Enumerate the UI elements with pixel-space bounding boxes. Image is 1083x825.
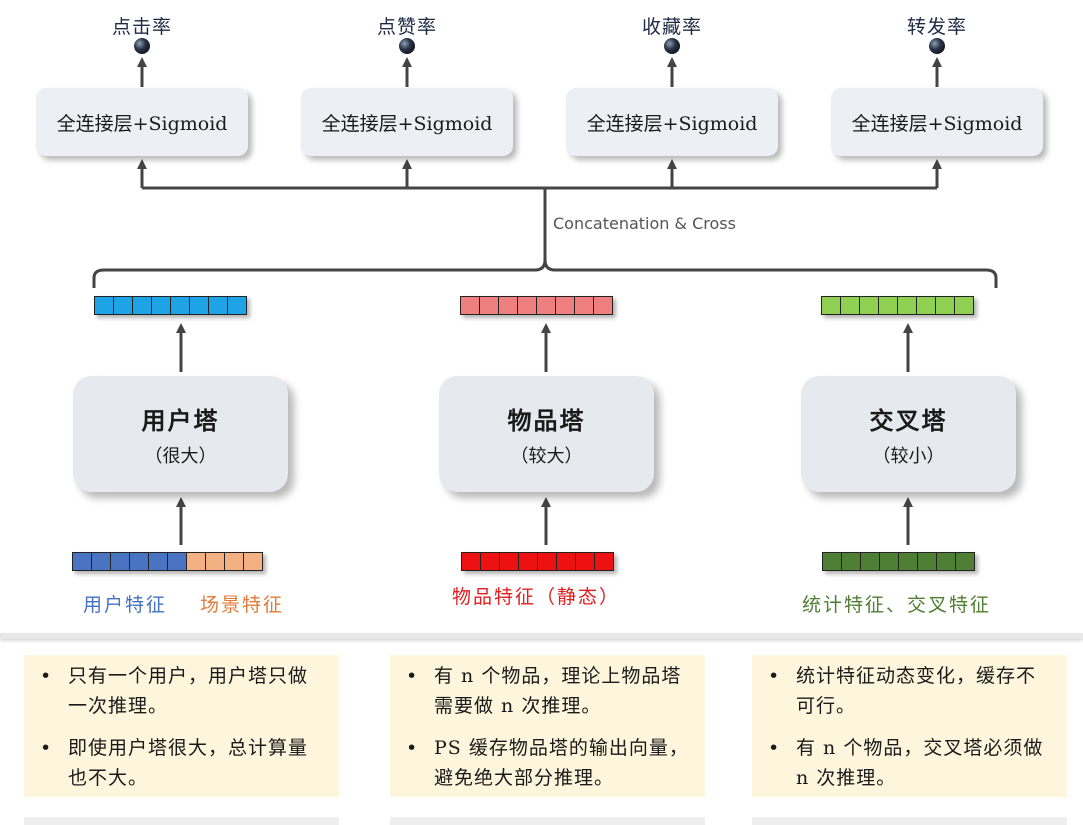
user-feature-cell xyxy=(129,552,149,571)
note-bullet: 只有一个用户，用户塔只做一次推理。 xyxy=(34,661,327,721)
vector-cell xyxy=(859,296,879,315)
vector-cell xyxy=(480,552,500,571)
vector-cell xyxy=(841,552,861,571)
vector-cell xyxy=(879,552,899,571)
vector-cell xyxy=(189,296,209,315)
vector-cell xyxy=(151,296,171,315)
vector-cell xyxy=(840,296,860,315)
vector-cell xyxy=(517,296,537,315)
output-label-like: 点赞率 xyxy=(376,16,437,38)
vector-cell xyxy=(821,296,841,315)
vector-cell xyxy=(954,296,974,315)
scene-feature-cell xyxy=(224,552,244,571)
vector-cell xyxy=(936,552,956,571)
vector-cell xyxy=(898,552,918,571)
vector-cell xyxy=(822,552,842,571)
panel-stub xyxy=(752,817,1067,825)
fc-sigmoid-box-like: 全连接层+Sigmoid xyxy=(301,88,513,156)
user-feature-cell xyxy=(110,552,130,571)
concatenation-label: Concatenation & Cross xyxy=(553,214,736,233)
cross-tower-size: （较小） xyxy=(872,445,945,467)
vector-cell xyxy=(594,552,614,571)
vector-cell xyxy=(518,552,538,571)
cross-feature-label: 统计特征、交叉特征 xyxy=(802,594,992,616)
vector-cell xyxy=(132,296,152,315)
vector-cell xyxy=(536,296,556,315)
fc-sigmoid-box-click: 全连接层+Sigmoid xyxy=(36,88,248,156)
user-feature-cell xyxy=(167,552,187,571)
vector-cell xyxy=(170,296,190,315)
output-label-collect: 收藏率 xyxy=(641,16,702,38)
vector-cell xyxy=(555,296,575,315)
vector-cell xyxy=(917,552,937,571)
panel-stub xyxy=(390,817,705,825)
vector-cell xyxy=(461,552,481,571)
fc-sigmoid-box-share: 全连接层+Sigmoid xyxy=(831,88,1043,156)
user-tower-output-vector xyxy=(94,296,247,315)
item-tower-name: 物品塔 xyxy=(507,405,586,435)
vector-cell xyxy=(916,296,936,315)
output-label-share: 转发率 xyxy=(906,16,967,38)
cross-tower-output-vector xyxy=(821,296,974,315)
item-tower-notes: 有 n 个物品，理论上物品塔需要做 n 次推理。 PS 缓存物品塔的输出向量，避… xyxy=(390,655,705,797)
note-bullet: PS 缓存物品塔的输出向量，避免绝大部分推理。 xyxy=(400,733,693,793)
vector-cell xyxy=(574,296,594,315)
scene-feature-cell xyxy=(205,552,225,571)
user-tower-size: （很大） xyxy=(144,445,217,467)
note-bullet: 统计特征动态变化，缓存不可行。 xyxy=(762,661,1055,721)
vector-cell xyxy=(498,296,518,315)
vector-cell xyxy=(593,296,613,315)
vector-cell xyxy=(897,296,917,315)
user-feature-cell xyxy=(72,552,92,571)
scene-feature-label: 场景特征 xyxy=(200,594,285,616)
scene-feature-cell xyxy=(243,552,263,571)
user-tower-name: 用户塔 xyxy=(141,405,220,435)
output-label-click: 点击率 xyxy=(111,16,172,38)
item-input-vector xyxy=(461,552,614,571)
scene-feature-cell xyxy=(186,552,206,571)
vector-cell xyxy=(860,552,880,571)
vector-cell xyxy=(479,296,499,315)
note-bullet: 有 n 个物品，交叉塔必须做 n 次推理。 xyxy=(762,733,1055,793)
user-feature-label: 用户特征 xyxy=(83,594,168,616)
vector-cell xyxy=(955,552,975,571)
vector-cell xyxy=(575,552,595,571)
vector-cell xyxy=(499,552,519,571)
vector-cell xyxy=(556,552,576,571)
cross-input-vector xyxy=(822,552,975,571)
user-tower-notes: 只有一个用户，用户塔只做一次推理。 即使用户塔很大，总计算量也不大。 xyxy=(24,655,339,797)
vector-cell xyxy=(94,296,114,315)
vector-cell xyxy=(227,296,247,315)
vector-cell xyxy=(878,296,898,315)
vector-cell xyxy=(460,296,480,315)
item-tower: 物品塔 （较大） xyxy=(439,376,654,492)
fc-sigmoid-box-collect: 全连接层+Sigmoid xyxy=(566,88,778,156)
item-feature-label: 物品特征（静态） xyxy=(452,586,621,608)
vector-cell xyxy=(113,296,133,315)
cross-tower: 交叉塔 （较小） xyxy=(801,376,1016,492)
user-feature-cell xyxy=(91,552,111,571)
item-tower-output-vector xyxy=(460,296,613,315)
panel-stub xyxy=(24,817,339,825)
vector-cell xyxy=(537,552,557,571)
section-divider xyxy=(0,633,1083,639)
note-bullet: 即使用户塔很大，总计算量也不大。 xyxy=(34,733,327,793)
note-bullet: 有 n 个物品，理论上物品塔需要做 n 次推理。 xyxy=(400,661,693,721)
user-tower: 用户塔 （很大） xyxy=(73,376,288,492)
user-feature-cell xyxy=(148,552,168,571)
cross-tower-notes: 统计特征动态变化，缓存不可行。 有 n 个物品，交叉塔必须做 n 次推理。 xyxy=(752,655,1067,797)
vector-cell xyxy=(935,296,955,315)
user-scene-input-vector xyxy=(72,552,263,571)
vector-cell xyxy=(208,296,228,315)
cross-tower-name: 交叉塔 xyxy=(869,405,948,435)
item-tower-size: （较大） xyxy=(510,445,583,467)
